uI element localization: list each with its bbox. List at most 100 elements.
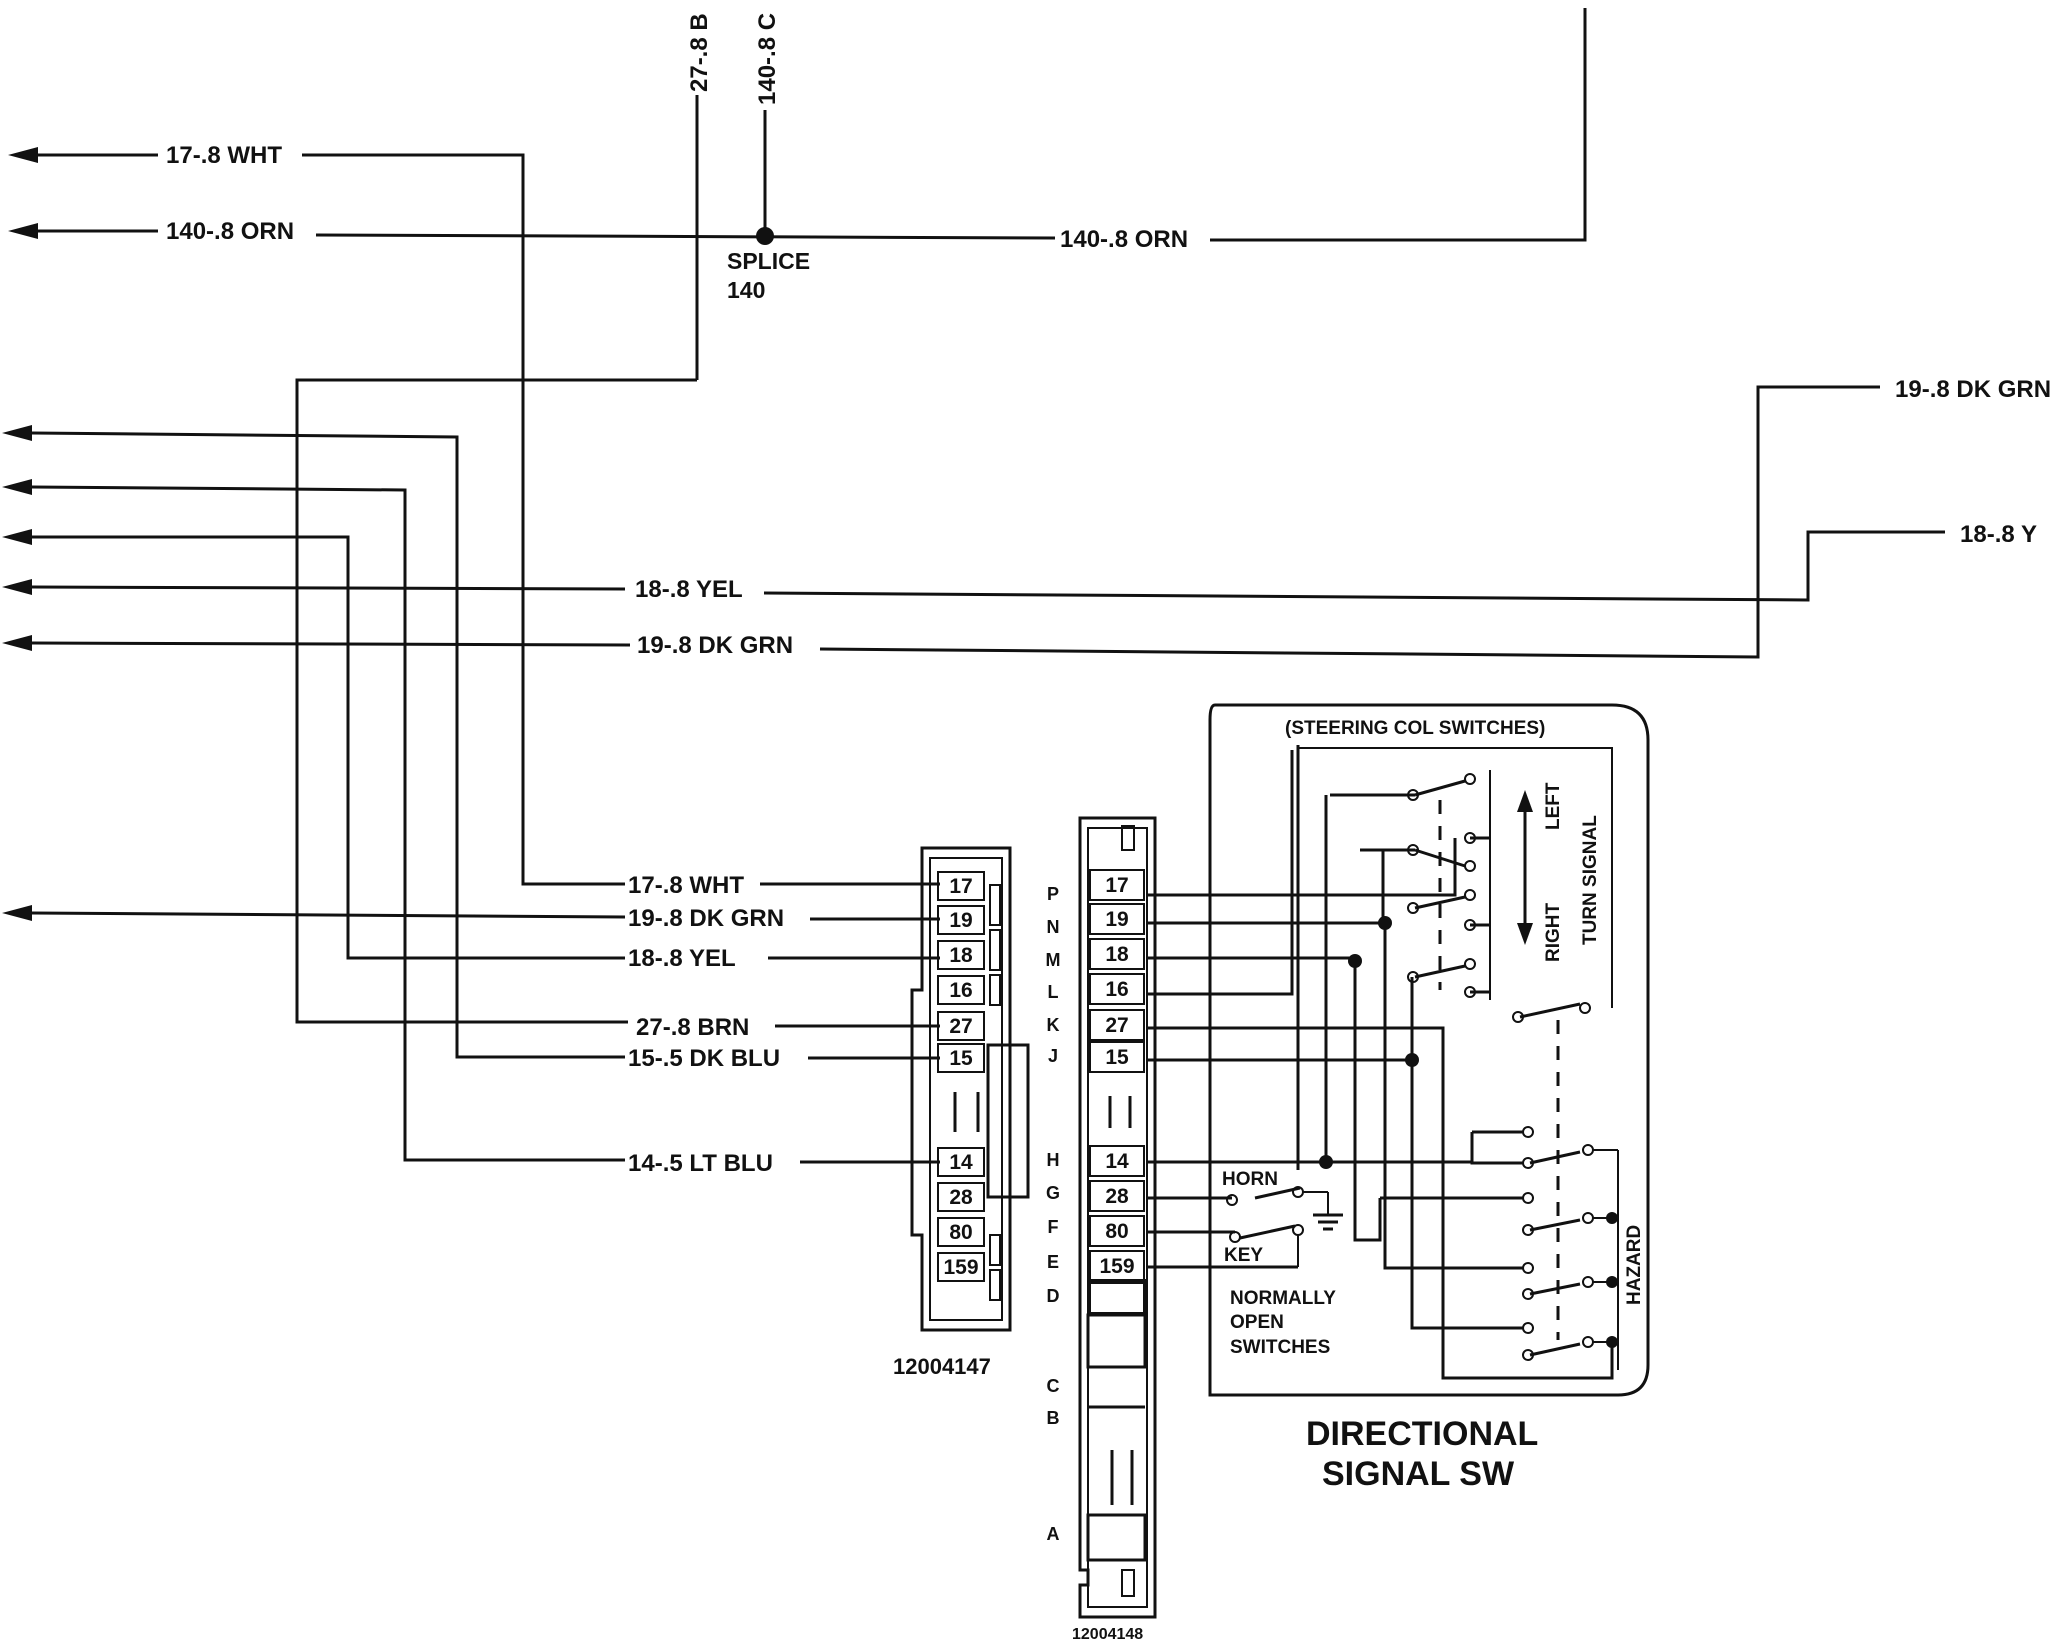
left-pin-number: 27: [949, 1015, 972, 1038]
wire-15-dk-blu: [2, 425, 625, 1059]
right-connector-letter: G: [1046, 1183, 1060, 1203]
conn-label-15: 15-.5 DK BLU: [628, 1045, 780, 1072]
right-pin-box: [1089, 973, 1145, 1005]
right-connector-letter: E: [1047, 1252, 1059, 1272]
label-key: KEY: [1224, 1245, 1263, 1266]
right-pin-number: 27: [1105, 1014, 1128, 1037]
right-connector-letter: B: [1047, 1408, 1060, 1428]
right-connector-letter: F: [1048, 1217, 1059, 1237]
label-horn: HORN: [1222, 1169, 1278, 1190]
right-pin-number: 15: [1105, 1046, 1129, 1069]
conn-label-14: 14-.5 LT BLU: [628, 1150, 773, 1177]
wire-140-top: 140-.8 C: [754, 13, 781, 236]
label-hazard: HAZARD: [1624, 1225, 1645, 1305]
switch-header: (STEERING COL SWITCHES): [1285, 718, 1545, 739]
wire-label-19-right: 19-.8 DK GRN: [1895, 376, 2050, 403]
left-connector-part-number: 12004147: [893, 1354, 991, 1379]
right-pin-number: 17: [1105, 874, 1128, 897]
left-pin-box: [937, 1011, 985, 1041]
label-turn-signal: TURN SIGNAL: [1580, 815, 1601, 945]
conn-label-19: 19-.8 DK GRN: [628, 905, 784, 932]
conn-label-17: 17-.8 WHT: [628, 872, 744, 899]
right-connector-letter: P: [1047, 884, 1059, 904]
left-pin-number: 17: [949, 875, 972, 898]
right-pin-box: [1089, 938, 1145, 970]
note-line-1: NORMALLY: [1230, 1288, 1336, 1309]
right-connector-letter: J: [1048, 1046, 1058, 1066]
wire-140-orn: 140-.8 ORN 140-.8 ORN SPLICE 140: [8, 8, 1587, 303]
right-pin-number: 19: [1105, 908, 1128, 931]
label-right: RIGHT: [1543, 903, 1564, 963]
wire-label-140-right: 140-.8 ORN: [1060, 226, 1188, 253]
right-connector-letter: D: [1047, 1286, 1060, 1306]
wire-27-top: 27-.8 B: [295, 13, 713, 1024]
wire-label-140-left: 140-.8 ORN: [166, 218, 294, 245]
wire-label-27b: 27-.8 B: [686, 13, 713, 92]
wire-18-yel: [2, 529, 625, 960]
wire-14-lt-blu: [2, 479, 625, 1162]
right-pin-number: 16: [1105, 978, 1128, 1001]
right-pin-box: [1089, 903, 1145, 935]
splice-140-dot: [756, 227, 774, 245]
title-line-1: DIRECTIONAL: [1306, 1415, 1538, 1453]
right-connector-letter: K: [1047, 1015, 1060, 1035]
wire-18-yel-long: 18-.8 YEL 18-.8 Y: [2, 521, 2037, 603]
conn-label-27: 27-.8 BRN: [636, 1014, 749, 1041]
right-connector-letter: L: [1048, 982, 1059, 1002]
right-pin-number: 28: [1105, 1185, 1129, 1208]
wire-label-17-top: 17-.8 WHT: [166, 142, 282, 169]
splice-label: SPLICE: [727, 248, 810, 274]
switch-box: (STEERING COL SWITCHES) L: [1208, 703, 1650, 1397]
label-left: LEFT: [1543, 782, 1564, 830]
conn-label-18: 18-.8 YEL: [628, 945, 736, 972]
left-pin-box: [937, 871, 985, 901]
right-connector-letter: A: [1047, 1524, 1060, 1544]
left-connector-12004147: 12004147: [893, 846, 1030, 1379]
right-pin-box: [1089, 869, 1145, 901]
wire-label-19-mid: 19-.8 DK GRN: [637, 632, 793, 659]
left-pin-number: 28: [949, 1186, 973, 1209]
internal-wiring: [1147, 750, 1614, 1380]
left-pin-box: [937, 1043, 985, 1073]
wire-17-wht: 17-.8 WHT: [8, 142, 625, 886]
right-pin-box: [1089, 1180, 1145, 1212]
left-pin-box: [937, 1252, 985, 1282]
right-connector-part-number: 12004148: [1072, 1626, 1143, 1643]
left-pin-box: [937, 975, 985, 1005]
note-line-3: SWITCHES: [1230, 1337, 1330, 1358]
right-connector-pins: 17 19 18 16 27 15 14 28 80 159: [1089, 869, 1145, 1314]
title-line-2: SIGNAL SW: [1322, 1455, 1515, 1493]
left-pin-number: 80: [949, 1221, 972, 1244]
right-pin-number: 80: [1105, 1220, 1128, 1243]
left-pin-number: 19: [949, 909, 972, 932]
wire-label-18-mid: 18-.8 YEL: [635, 576, 743, 603]
right-pin-box: [1089, 1215, 1145, 1247]
right-pin-box-empty: [1089, 1282, 1145, 1314]
right-pin-box: [1089, 1145, 1145, 1177]
right-connector-letter: C: [1047, 1376, 1060, 1396]
left-pin-box: [937, 1147, 985, 1177]
left-pin-box: [937, 1217, 985, 1247]
right-pin-number: 14: [1105, 1150, 1129, 1173]
wire-19-connector: [2, 905, 626, 921]
wire-label-18-right: 18-.8 Y: [1960, 521, 2037, 548]
left-pin-box: [937, 940, 985, 970]
left-connector-labels: 17-.8 WHT 19-.8 DK GRN 18-.8 YEL 27-.8 B…: [628, 872, 940, 1177]
left-pin-number: 15: [949, 1047, 973, 1070]
left-pin-number: 18: [949, 944, 973, 967]
left-pin-number: 16: [949, 979, 972, 1002]
right-pin-number: 159: [1099, 1255, 1134, 1278]
wire-label-140c: 140-.8 C: [754, 13, 781, 105]
right-connector-letter: H: [1047, 1150, 1060, 1170]
right-pin-box: [1089, 1250, 1145, 1282]
right-connector-letter: M: [1046, 950, 1061, 970]
right-pin-box: [1089, 1009, 1145, 1041]
splice-number: 140: [727, 277, 765, 303]
right-pin-number: 18: [1105, 943, 1129, 966]
left-pin-box: [937, 905, 985, 935]
right-connector-letter: N: [1047, 917, 1060, 937]
left-pin-number: 159: [943, 1256, 978, 1279]
